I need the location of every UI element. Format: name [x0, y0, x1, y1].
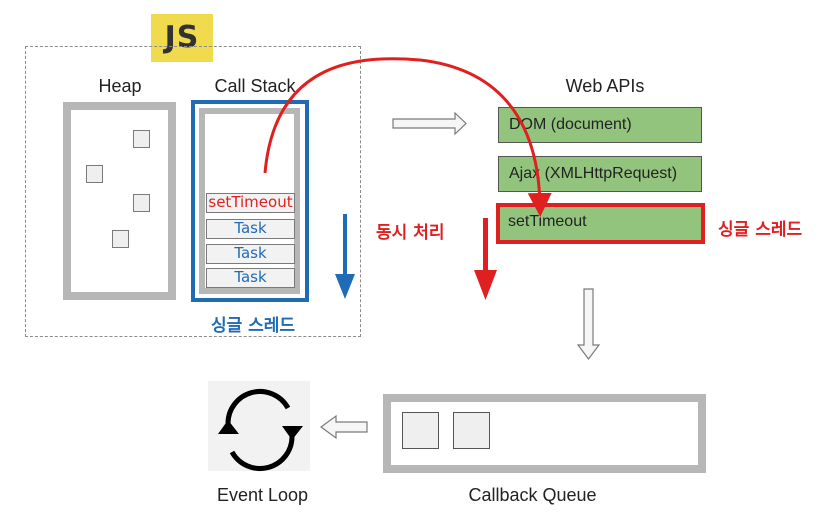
call-stack-single-thread-frame: [191, 100, 309, 302]
js-logo-text: JS: [164, 20, 200, 55]
stack-frame-task: Task: [206, 244, 295, 264]
heap-object: [86, 165, 103, 183]
refresh-cycle-icon: [218, 389, 303, 471]
call-stack-box: [199, 108, 300, 294]
stack-frame-task: Task: [206, 219, 295, 239]
stack-frame-settimeout: setTimeout: [206, 193, 295, 213]
js-logo: JS: [151, 14, 213, 62]
stack-execution-arrow: [335, 214, 355, 299]
callback-queue-label: Callback Queue: [468, 485, 597, 505]
queued-callback: [402, 412, 439, 449]
stack-frame-task: Task: [206, 268, 295, 288]
callback-queue-box: [383, 394, 706, 473]
concurrency-label: 동시 처리: [376, 223, 445, 243]
web-api-dom: DOM (document): [498, 107, 702, 143]
web-apis-label: Web APIs: [565, 76, 645, 96]
call-stack-label: Call Stack: [214, 76, 296, 96]
event-loop-label: Event Loop: [216, 485, 309, 505]
heap-object: [112, 230, 129, 248]
heap-object: [133, 194, 150, 212]
heap-box: [63, 102, 176, 300]
heap-object: [133, 130, 150, 148]
concurrency-arrow: [474, 218, 497, 300]
web-apis-caption: 싱글 스레드: [718, 220, 803, 240]
queued-callback: [453, 412, 490, 449]
arrow-to-event-loop: [319, 414, 368, 440]
web-api-ajax: Ajax (XMLHttpRequest): [498, 156, 702, 192]
js-engine-area: [25, 46, 361, 337]
heap-label: Heap: [98, 76, 142, 96]
call-stack-caption: 싱글 스레드: [210, 316, 296, 336]
arrow-to-callback-queue: [576, 288, 601, 360]
arrow-to-web-apis: [392, 111, 467, 136]
settimeout-handoff-arrow: [263, 57, 552, 217]
